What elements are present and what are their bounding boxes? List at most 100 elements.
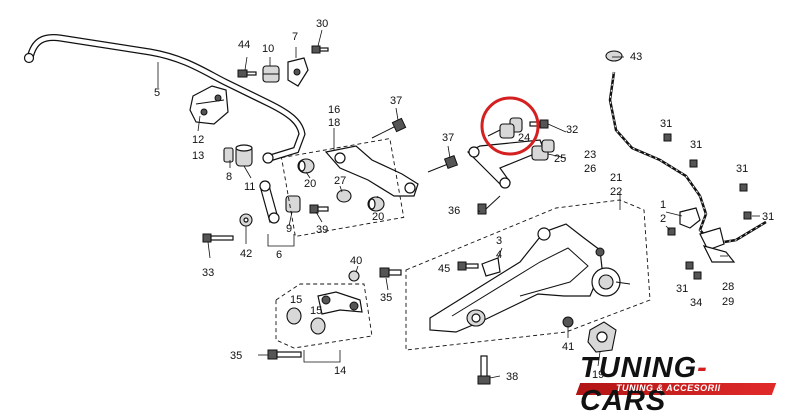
callout-25: 25 <box>554 153 566 165</box>
bushing-20b <box>367 196 385 212</box>
callout-31-d: 31 <box>762 211 774 223</box>
callout-14: 14 <box>334 365 346 377</box>
bolt-35-lower <box>267 349 302 360</box>
stabilizer-bar <box>23 34 306 164</box>
link-bushing-8 <box>223 147 234 163</box>
callout-1: 1 <box>660 199 666 211</box>
bolt-38 <box>477 355 491 385</box>
bolt-2 <box>667 227 676 236</box>
nut-40 <box>348 270 360 282</box>
callout-30: 30 <box>316 18 328 30</box>
callout-35-upper: 35 <box>380 292 392 304</box>
callout-43: 43 <box>630 51 642 63</box>
callout-26: 26 <box>584 163 596 175</box>
sensor-bracket-1 <box>679 207 725 251</box>
bolt-31-e <box>685 261 694 270</box>
lower-arm-group-box <box>275 283 373 349</box>
callout-12: 12 <box>192 134 204 146</box>
bushing-15b <box>310 317 326 335</box>
callout-2: 2 <box>660 213 666 225</box>
callout-labels: 5 12 13 44 10 7 30 8 11 9 6 33 42 39 16 … <box>154 18 774 383</box>
stabilizer-bracket <box>189 85 229 125</box>
bolt-44 <box>237 69 257 78</box>
logo-word-a: TUNING <box>580 352 698 384</box>
callout-37-upper: 37 <box>390 95 402 107</box>
wire-clip-28 <box>702 245 736 263</box>
hub-flange-19 <box>587 321 617 353</box>
callout-29: 29 <box>722 296 734 308</box>
leader-lines <box>157 29 760 379</box>
callout-35-lower: 35 <box>230 350 242 362</box>
bolt-31-b <box>689 159 698 168</box>
grommet-43 <box>605 50 623 62</box>
trailing-arm <box>429 223 631 333</box>
nut-41 <box>562 316 574 328</box>
callout-31-b: 31 <box>690 139 702 151</box>
callout-23: 23 <box>584 149 596 161</box>
logo-separator: - <box>697 352 708 384</box>
bolt-35-upper <box>379 267 402 278</box>
trailing-arm-group-box <box>405 199 651 351</box>
callout-34: 34 <box>690 297 702 309</box>
bolt-31-c <box>739 183 748 192</box>
bolt-37-upper <box>371 117 407 139</box>
highlighted-bushing-24 <box>487 117 523 139</box>
stopper-bracket <box>481 257 501 277</box>
callout-5: 5 <box>154 87 160 99</box>
callout-38: 38 <box>506 371 518 383</box>
callout-22: 22 <box>610 186 622 198</box>
bushing-27 <box>336 189 352 203</box>
bolt-31-d <box>743 211 752 220</box>
callout-31-c: 31 <box>736 163 748 175</box>
callout-16: 16 <box>328 104 340 116</box>
callout-15-b: 15 <box>310 305 322 317</box>
bolt-37-right <box>427 154 459 173</box>
highlight-circle <box>480 96 540 156</box>
bolt-39 <box>309 204 329 214</box>
callout-6: 6 <box>276 249 282 261</box>
stabilizer-link <box>259 180 280 224</box>
bushing-20a <box>297 158 315 174</box>
bolt-31-a <box>663 133 672 142</box>
callout-8: 8 <box>226 171 232 183</box>
link-bushing-9 <box>285 195 301 213</box>
callout-24: 24 <box>518 132 530 144</box>
callout-40: 40 <box>350 255 362 267</box>
callout-20-b: 20 <box>372 211 384 223</box>
bolt-45 <box>457 261 479 271</box>
bushing-15a <box>286 307 302 325</box>
bolt-30 <box>311 45 329 54</box>
callout-42: 42 <box>240 248 252 260</box>
callout-9: 9 <box>286 223 292 235</box>
callout-44: 44 <box>238 39 250 51</box>
lower-arm <box>317 291 363 315</box>
tuning-cars-logo: TUNING-CARS TUNING & ACCESORII <box>575 352 778 417</box>
callout-18: 18 <box>328 117 340 129</box>
callout-21: 21 <box>610 172 622 184</box>
callout-37-right: 37 <box>442 132 454 144</box>
compensator-arm <box>466 139 545 189</box>
callout-4: 4 <box>496 249 502 261</box>
link-bushing-11 <box>235 144 253 167</box>
callout-15-a: 15 <box>290 294 302 306</box>
callout-11: 11 <box>244 181 255 193</box>
bolt-33 <box>202 233 234 243</box>
stabilizer-bushing <box>262 65 280 83</box>
bushing-25 <box>531 139 555 161</box>
abs-sensor-wire <box>608 71 767 246</box>
upper-arm-group-box <box>280 138 405 237</box>
callout-32: 32 <box>566 124 578 136</box>
parts-diagram: 5 12 13 44 10 7 30 8 11 9 6 33 42 39 16 … <box>23 18 778 417</box>
callout-13: 13 <box>192 150 204 162</box>
bolt-36 <box>477 195 501 215</box>
bushing-holder <box>287 57 309 87</box>
callout-19: 19 <box>592 369 604 381</box>
logo-tagline: TUNING & ACCESORII <box>616 383 721 393</box>
diagram-canvas: 5 12 13 44 10 7 30 8 11 9 6 33 42 39 16 … <box>23 18 774 385</box>
callout-7: 7 <box>292 31 298 43</box>
callout-20-a: 20 <box>304 178 316 190</box>
callout-33: 33 <box>202 267 214 279</box>
leader-6 <box>267 234 295 247</box>
callout-31-a: 31 <box>660 118 672 130</box>
nut-42 <box>239 213 253 227</box>
